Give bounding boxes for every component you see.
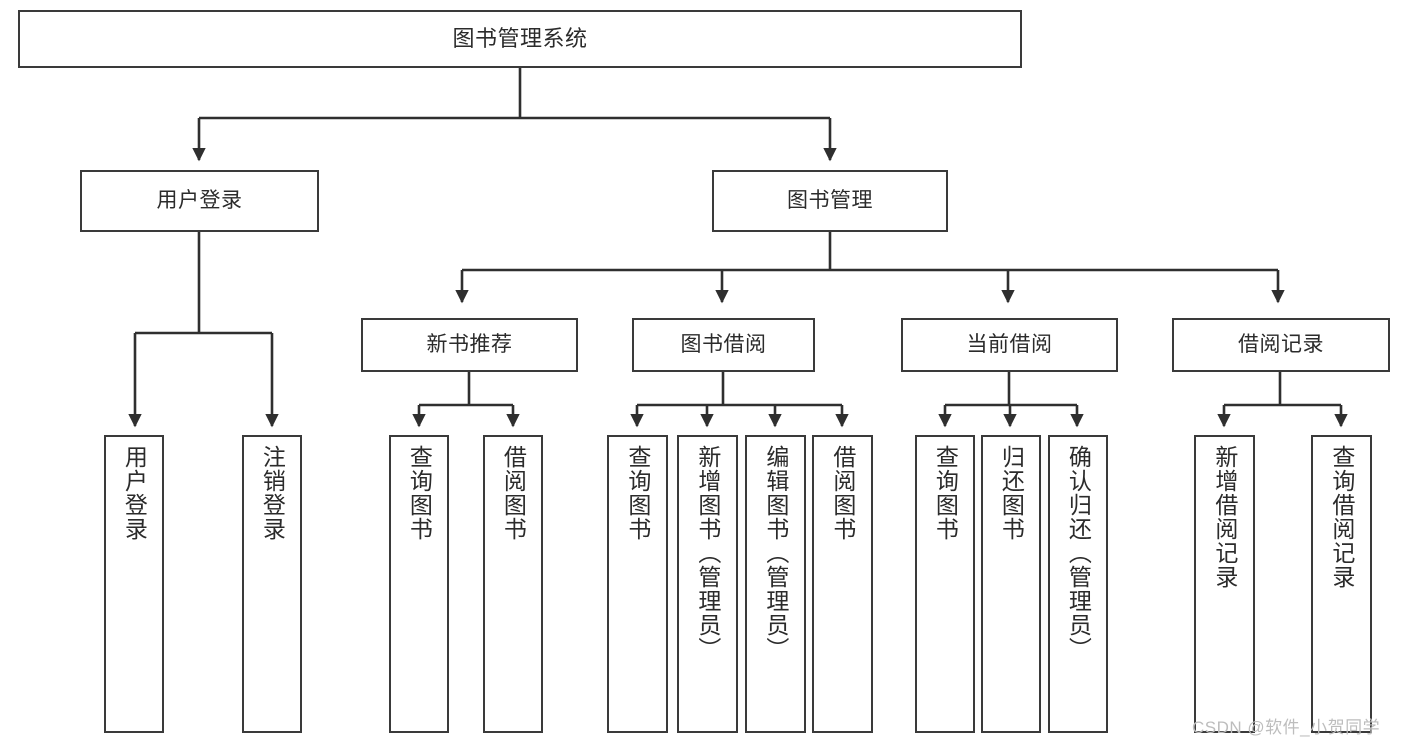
node-label: 查询图书: [406, 445, 433, 541]
leaf-borrow-borrow-book[interactable]: 借阅图书: [812, 435, 873, 733]
node-label: 新增图书（管理员）: [694, 445, 721, 661]
node-label: 借阅记录: [1238, 332, 1324, 356]
leaf-current-confirm-return-admin[interactable]: 确认归还（管理员）: [1048, 435, 1108, 733]
node-label: 归还图书: [998, 445, 1025, 541]
leaf-records-add-record[interactable]: 新增借阅记录: [1194, 435, 1255, 733]
node-label: 用户登录: [121, 445, 148, 541]
leaf-current-return-book[interactable]: 归还图书: [981, 435, 1041, 733]
node-label: 借阅图书: [829, 445, 856, 541]
node-root-system[interactable]: 图书管理系统: [18, 10, 1022, 68]
node-label: 图书管理系统: [452, 26, 588, 52]
leaf-records-query-record[interactable]: 查询借阅记录: [1311, 435, 1372, 733]
node-borrow-records[interactable]: 借阅记录: [1172, 318, 1390, 372]
node-book-borrowing[interactable]: 图书借阅: [632, 318, 815, 372]
node-label: 借阅图书: [500, 445, 527, 541]
node-current-borrowing[interactable]: 当前借阅: [901, 318, 1118, 372]
node-label: 新书推荐: [426, 332, 513, 356]
node-label: 新增借阅记录: [1211, 445, 1238, 589]
node-label: 确认归还（管理员）: [1065, 445, 1092, 661]
node-label: 编辑图书（管理员）: [762, 445, 789, 661]
leaf-borrow-query-book[interactable]: 查询图书: [607, 435, 668, 733]
node-label: 当前借阅: [966, 332, 1053, 356]
watermark-text: CSDN @软件_小贺同学: [1192, 718, 1381, 737]
node-label: 查询借阅记录: [1328, 445, 1355, 589]
node-label: 查询图书: [624, 445, 651, 541]
leaf-new-books-query[interactable]: 查询图书: [389, 435, 449, 733]
leaf-new-books-borrow[interactable]: 借阅图书: [483, 435, 543, 733]
leaf-current-query-book[interactable]: 查询图书: [915, 435, 975, 733]
node-new-book-recommendation[interactable]: 新书推荐: [361, 318, 578, 372]
leaf-user-login-logout[interactable]: 注销登录: [242, 435, 302, 733]
node-label: 用户登录: [156, 188, 243, 212]
leaf-user-login-signin[interactable]: 用户登录: [104, 435, 164, 733]
leaf-borrow-add-book-admin[interactable]: 新增图书（管理员）: [677, 435, 738, 733]
leaf-borrow-edit-book-admin[interactable]: 编辑图书（管理员）: [745, 435, 806, 733]
node-label: 查询图书: [932, 445, 959, 541]
node-label: 图书管理: [787, 188, 873, 212]
node-label: 注销登录: [259, 445, 286, 541]
node-book-management[interactable]: 图书管理: [712, 170, 948, 232]
node-user-login[interactable]: 用户登录: [80, 170, 319, 232]
node-label: 图书借阅: [680, 332, 767, 356]
